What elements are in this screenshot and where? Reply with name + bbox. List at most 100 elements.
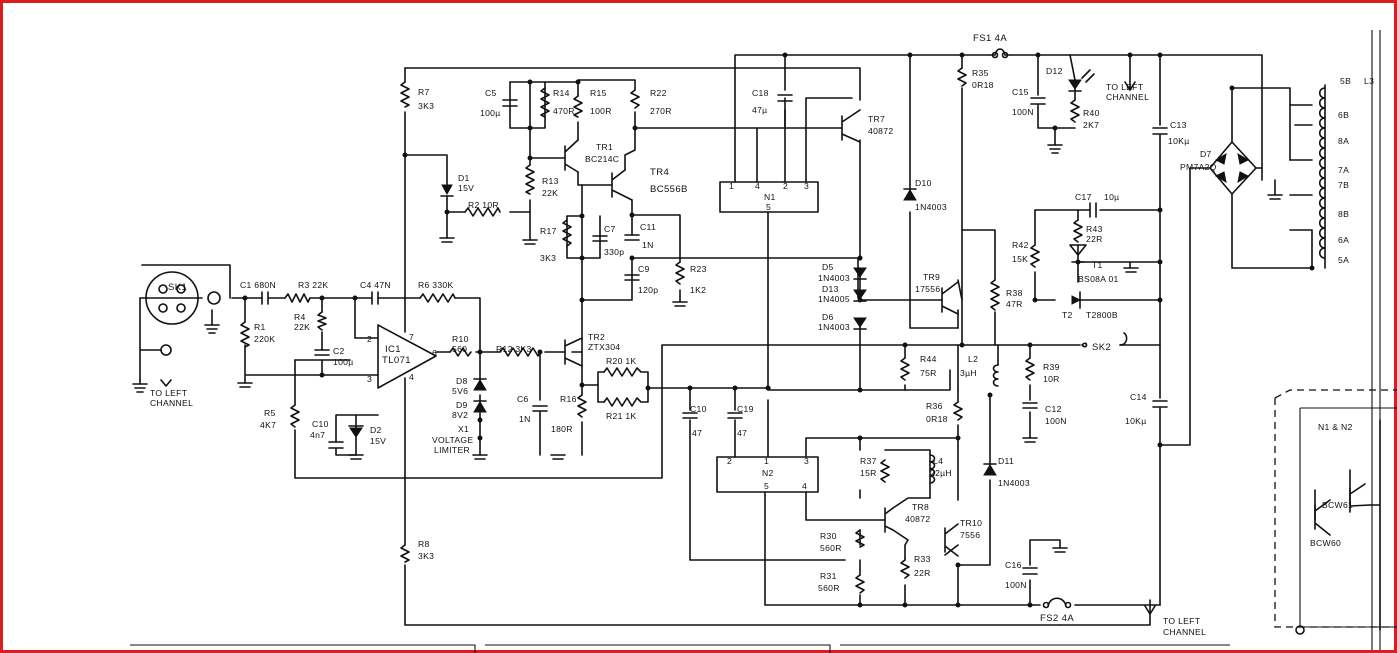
label-c12v: 100N <box>1045 416 1067 426</box>
label-t1: T1 <box>1092 260 1103 270</box>
label-d11: D11 <box>998 456 1014 466</box>
diode-d10 <box>903 189 917 201</box>
label-r33: R33 <box>914 554 931 564</box>
label-bcw60: BCW60 <box>1310 538 1341 548</box>
label-channel-2: CHANNEL <box>1106 92 1149 102</box>
arrow-to-left-channel-bottom <box>1144 605 1156 615</box>
label-pin3: 3 <box>367 374 372 384</box>
label-ic1: IC1 <box>385 344 401 355</box>
resistor-r39 <box>1025 357 1035 381</box>
label-r38: R38 <box>1006 288 1023 298</box>
resistor-r1 <box>240 321 250 348</box>
label-bcw61: BCW61 <box>1322 500 1353 510</box>
transistor-tr2 <box>564 337 583 367</box>
label-d9v: 8V2 <box>452 410 468 420</box>
label-tr1: TR1 <box>596 142 613 152</box>
label-c13v: 10Kµ <box>1168 136 1189 146</box>
ground-symbols <box>132 144 1283 553</box>
label-d13: D13 <box>822 284 839 294</box>
diode-d13 <box>853 289 867 300</box>
label-sk2: SK2 <box>1092 342 1111 353</box>
label-r10: R10 <box>452 334 469 344</box>
label-n2: N2 <box>762 468 774 478</box>
label-r42: R42 <box>1012 240 1029 250</box>
label-c12: C12 <box>1045 404 1062 414</box>
label-r4: R4 <box>294 312 306 322</box>
label-d1v: 15V <box>458 183 474 193</box>
label-r8v: 3K3 <box>418 551 434 561</box>
label-r37v: 15R <box>860 468 877 478</box>
label-r14: R14 <box>553 88 570 98</box>
resistor-r33 <box>900 559 910 579</box>
label-r30v: 560R <box>820 543 842 553</box>
label-l3: L3 <box>1364 76 1374 86</box>
label-r13v: 22K <box>542 188 558 198</box>
label-d13v: 1N4005 <box>818 294 850 304</box>
label-r22: R22 <box>650 88 667 98</box>
label-voltage: VOLTAGE <box>432 435 473 445</box>
label-c15v: 100N <box>1012 107 1034 117</box>
label-r22v: 270R <box>650 106 672 116</box>
diode-d5 <box>853 267 867 278</box>
capacitor-c19 <box>727 412 743 419</box>
label-d1: D1 <box>458 173 470 183</box>
capacitor-c5 <box>502 99 518 107</box>
label-t1v: BS08A 01 <box>1078 274 1119 284</box>
capacitor-c12 <box>1022 402 1038 409</box>
diode-d6 <box>853 317 867 328</box>
label-d8: D8 <box>456 376 468 386</box>
resistor-r42 <box>1030 244 1040 268</box>
capacitor-c9 <box>624 274 640 281</box>
label-r30: R30 <box>820 531 837 541</box>
resistor-r15 <box>573 95 583 118</box>
transistor-tr8 <box>884 507 894 533</box>
circuit-wires <box>130 30 1397 653</box>
capacitor-c17 <box>1089 202 1097 218</box>
resistor-r30 <box>855 529 865 548</box>
capacitor-c18 <box>777 94 793 102</box>
label-tap-7b: 7B <box>1338 180 1349 190</box>
label-d12: D12 <box>1046 66 1063 76</box>
label-to-left-3: TO LEFT <box>1163 616 1201 626</box>
triac-t2 <box>1071 295 1082 305</box>
label-n2-pin5: 5 <box>764 481 769 491</box>
label-c10v: 47 <box>692 428 702 438</box>
resistor-r13 <box>525 164 535 195</box>
label-c10bv: 4n7 <box>310 430 325 440</box>
label-d8v: 5V6 <box>452 386 468 396</box>
label-sk1: SK1 <box>168 282 187 293</box>
label-tr2: TR2 <box>588 332 605 342</box>
resistor-r14 <box>540 87 550 118</box>
label-r2: R2 10R <box>468 200 499 210</box>
resistor-r23 <box>675 261 685 285</box>
diode-d8 <box>473 379 487 391</box>
label-d2v: 15V <box>370 436 386 446</box>
label-c10: C10 <box>690 404 707 414</box>
label-r16: R16 <box>560 394 577 404</box>
resistor-r16 <box>577 394 587 418</box>
label-d5: D5 <box>822 262 834 272</box>
label-r38v: 47R <box>1006 299 1023 309</box>
transistor-tr7 <box>841 109 861 143</box>
resistor-r40 <box>1070 99 1080 123</box>
label-n1-pin2: 2 <box>783 181 788 191</box>
label-r40: R40 <box>1083 108 1100 118</box>
diode-d2 <box>349 427 363 438</box>
label-c11v: 1N <box>642 240 654 250</box>
label-tap-6b: 6B <box>1338 110 1349 120</box>
resistor-r12 <box>499 347 541 357</box>
label-d10: D10 <box>915 178 932 188</box>
capacitor-c10 <box>682 412 698 419</box>
resistor-r20 <box>603 367 642 377</box>
label-d7v: PM7A2Q <box>1180 162 1217 172</box>
label-d6: D6 <box>822 312 834 322</box>
label-r17v: 3K3 <box>540 253 556 263</box>
label-ic1v: TL071 <box>382 355 411 366</box>
junction-dots <box>242 52 1315 608</box>
label-tap-8b: 8B <box>1338 209 1349 219</box>
opamp-ic1 <box>377 324 437 389</box>
component-labels: SK1 TO LEFT CHANNEL C1 680N R3 22K C4 47… <box>150 33 1374 637</box>
label-c6: C6 <box>517 394 529 404</box>
label-r39v: 10R <box>1043 374 1060 384</box>
schematic-components <box>132 48 1371 635</box>
